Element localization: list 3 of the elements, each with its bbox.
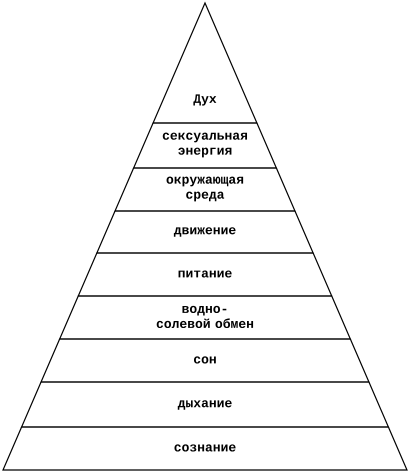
pyramid-level: сон [40, 338, 370, 383]
pyramid-level: сознание [2, 426, 408, 471]
pyramid-level: окружающая среда [114, 167, 296, 212]
